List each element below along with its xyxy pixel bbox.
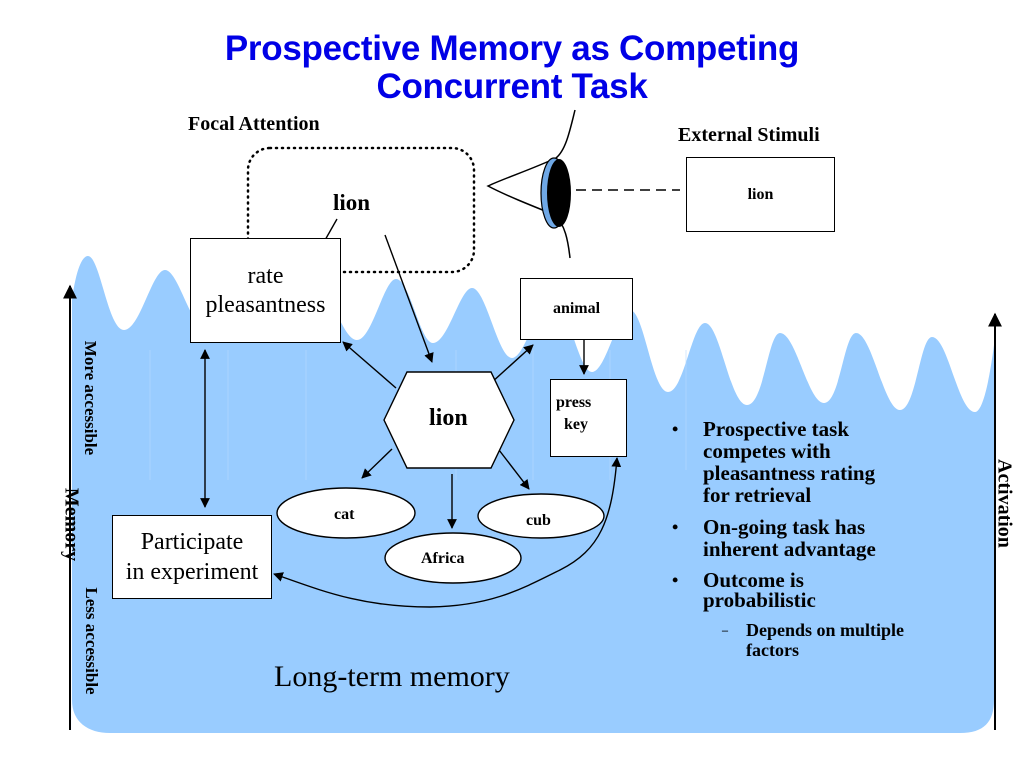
bullet-line: competes with — [703, 439, 831, 463]
participate-line-2: in experiment — [125, 559, 259, 585]
central-lion-text: lion — [429, 405, 468, 431]
eye-icon — [486, 109, 576, 259]
external-stimulus-box[interactable]: lion — [686, 157, 835, 232]
press-key-line-2: key — [564, 416, 588, 433]
bullet-item: • Prospective task competes with pleasan… — [672, 418, 962, 506]
title-line-1: Prospective Memory as Competing — [224, 29, 800, 68]
cat-node[interactable] — [276, 487, 416, 539]
long-term-memory-label: Long-term memory — [274, 660, 510, 693]
bullet-line: Outcome is — [703, 568, 804, 592]
animal-box[interactable]: animal — [520, 278, 633, 340]
sub-bullet-item: – Depends on multiple factors — [672, 620, 962, 660]
press-key-line-1: press — [556, 394, 592, 411]
memory-axis-label: Memory — [60, 487, 83, 562]
less-accessible-label: Less accessible — [82, 587, 101, 695]
arrow-lion-to-rate — [342, 341, 397, 389]
external-stimuli-label: External Stimuli — [678, 124, 820, 146]
focal-attention-label: Focal Attention — [188, 113, 320, 135]
arrow-lion-to-animal — [490, 344, 534, 384]
participate-line-1: Participate — [140, 529, 244, 555]
bullet-line: pleasantness rating — [703, 461, 876, 485]
focal-attention-frame — [246, 146, 476, 274]
slide-title: Prospective Memory as Competing Concurre… — [0, 30, 1024, 106]
bullet-line: inherent advantage — [703, 537, 876, 561]
bullet-line: for retrieval — [703, 483, 812, 507]
central-lion-node[interactable] — [383, 371, 515, 469]
bullet-line: Prospective task — [703, 417, 850, 441]
bullet-marker: • — [672, 517, 679, 537]
africa-node[interactable] — [384, 532, 522, 584]
cub-node[interactable] — [477, 493, 605, 539]
africa-text: Africa — [421, 550, 465, 567]
focal-lion-label: lion — [333, 190, 371, 215]
bullet-line: On-going task has — [703, 515, 866, 539]
participate-box[interactable]: Participate in experiment — [112, 515, 272, 599]
sub-bullet-marker: – — [722, 623, 728, 637]
bullet-line: probabilistic — [703, 588, 816, 612]
bullet-item: • On-going task has inherent advantage — [672, 516, 962, 560]
sub-bullet-line: Depends on multiple — [746, 620, 905, 640]
more-accessible-label: More accessible — [81, 340, 100, 456]
rate-pleasantness-line-2: pleasantness — [205, 291, 326, 318]
external-stimulus-text: lion — [747, 185, 774, 203]
bullet-list: • Prospective task competes with pleasan… — [672, 418, 962, 660]
sub-bullet-line: factors — [746, 640, 799, 660]
bullet-marker: • — [672, 419, 679, 439]
cat-text: cat — [334, 506, 355, 523]
bullet-marker: • — [672, 570, 679, 590]
bullet-item: • Outcome is probabilistic — [672, 568, 962, 612]
animal-text: animal — [552, 300, 601, 317]
rate-pleasantness-box[interactable]: rate pleasantness — [190, 238, 341, 343]
title-line-2: Concurrent Task — [376, 67, 648, 106]
press-key-box[interactable]: press key — [550, 379, 627, 457]
arrow-press-key-to-participate — [273, 457, 622, 608]
activation-axis-label: Activation — [993, 459, 1016, 548]
rate-pleasantness-line-1: rate — [247, 262, 284, 289]
arrow-focal-lion-to-central-lion — [384, 234, 434, 363]
cub-text: cub — [526, 512, 551, 529]
